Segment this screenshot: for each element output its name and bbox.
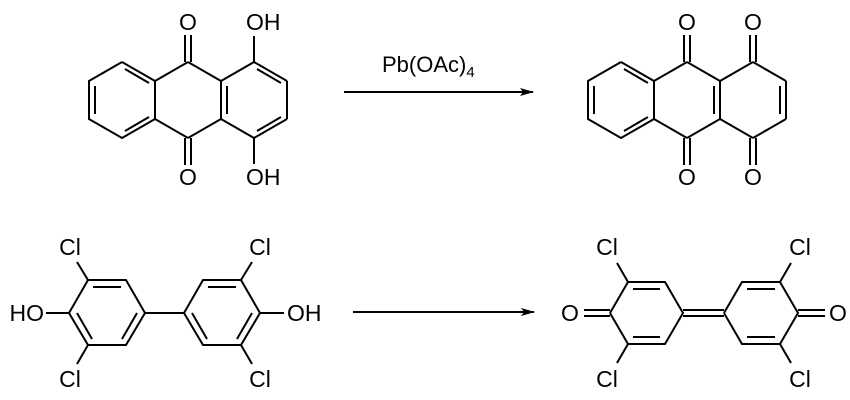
reactant-2-structure: Cl Cl Cl Cl HO OH [10, 234, 322, 392]
atom-label-cl: Cl [59, 366, 81, 392]
reagent-main: Pb(OAc) [382, 52, 466, 77]
atom-label-o: O [561, 300, 579, 326]
atom-label-o: O [744, 9, 762, 35]
quinone-middle-ring [653, 35, 721, 165]
atom-label-cl: Cl [596, 234, 618, 260]
atom-label-oh: OH [246, 164, 281, 190]
atom-label-cl: Cl [59, 234, 81, 260]
left-benzene-ring [587, 61, 655, 140]
atom-label-o: O [829, 300, 847, 326]
left-benzene-ring [88, 61, 156, 140]
right-phenol-ring [183, 261, 284, 365]
atom-label-o: O [179, 9, 197, 35]
atom-label-cl: Cl [789, 366, 811, 392]
hydroquinone-right-ring [220, 36, 288, 164]
atom-label-cl: Cl [789, 234, 811, 260]
atom-label-ho: HO [10, 300, 45, 326]
quinone-middle-ring [154, 35, 222, 165]
atom-label-oh: OH [287, 300, 322, 326]
atom-label-o: O [678, 164, 696, 190]
atom-label-cl: Cl [249, 234, 271, 260]
right-quinone-ring [723, 262, 825, 364]
reagent-label: Pb(OAc)4 [382, 52, 475, 81]
left-phenol-ring [46, 261, 147, 365]
atom-label-oh: OH [246, 9, 281, 35]
product-2-structure: Cl Cl Cl Cl O O [561, 234, 847, 392]
atom-label-cl: Cl [249, 366, 271, 392]
atom-label-cl: Cl [596, 366, 618, 392]
left-quinone-ring [584, 262, 685, 364]
quinone-right-ring [719, 35, 787, 165]
atom-label-o: O [744, 164, 762, 190]
reagent-subscript: 4 [466, 64, 474, 81]
reaction-1-arrow-group: Pb(OAc)4 [344, 52, 534, 96]
product-1-structure: O O O O [587, 9, 787, 190]
atom-label-o: O [179, 164, 197, 190]
atom-label-o: O [678, 9, 696, 35]
reactant-1-structure: O O OH OH [88, 9, 288, 190]
